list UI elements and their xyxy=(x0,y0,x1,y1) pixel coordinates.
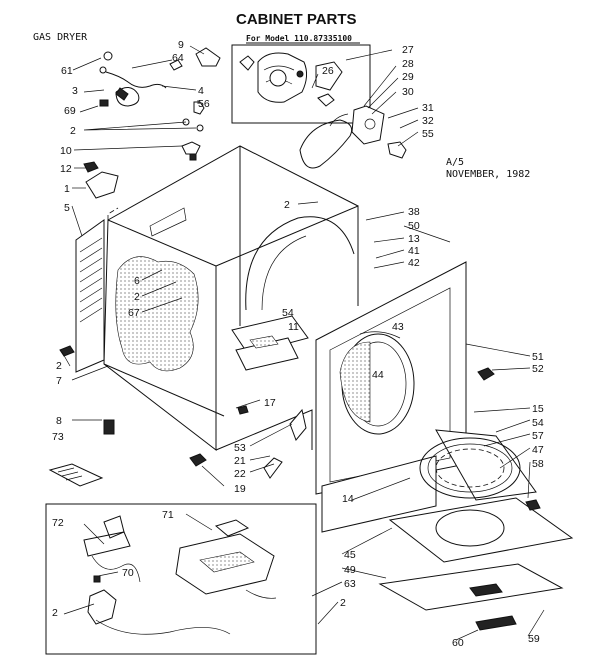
callout-67: 67 xyxy=(128,307,140,319)
callout-50: 50 xyxy=(408,220,420,232)
motor-inset xyxy=(231,44,371,124)
callout-8: 8 xyxy=(56,415,62,427)
callout-3: 3 xyxy=(72,85,78,97)
callout-13: 13 xyxy=(408,233,420,245)
cabinet-body xyxy=(103,145,359,452)
callout-73: 73 xyxy=(52,431,64,443)
callout-59: 59 xyxy=(528,633,540,645)
callout-10: 10 xyxy=(60,145,72,157)
callout-61: 61 xyxy=(61,65,73,77)
callout-38: 38 xyxy=(408,206,420,218)
callout-41: 41 xyxy=(408,245,420,257)
model-line: For Model 110.87335100 xyxy=(246,34,352,43)
callout-14: 14 xyxy=(342,493,354,505)
callout-53: 53 xyxy=(234,442,246,454)
callout-15: 15 xyxy=(532,403,544,415)
callout-4: 4 xyxy=(198,85,204,97)
product-label: GAS DRYER xyxy=(33,32,88,43)
toe-kick xyxy=(321,429,537,533)
callout-58: 58 xyxy=(532,458,544,470)
callout-43: 43 xyxy=(392,321,404,333)
callout-52: 52 xyxy=(532,363,544,375)
callout-42: 42 xyxy=(408,257,420,269)
callout-30: 30 xyxy=(402,86,414,98)
callout-54: 54 xyxy=(532,417,544,429)
callout-6: 6 xyxy=(134,275,140,287)
callout-57: 57 xyxy=(532,430,544,442)
callout-70: 70 xyxy=(122,567,134,579)
callout-27: 27 xyxy=(402,44,414,56)
callout-12: 12 xyxy=(60,163,72,175)
callout-69: 69 xyxy=(64,105,76,117)
callout-60: 60 xyxy=(452,637,464,649)
callout-44: 44 xyxy=(372,369,384,381)
callout-71: 71 xyxy=(162,509,174,521)
callout-21: 21 xyxy=(234,455,246,467)
callout-29: 29 xyxy=(402,71,414,83)
front-panel xyxy=(315,261,495,495)
drum-belt xyxy=(299,105,407,169)
callout-64: 64 xyxy=(172,52,184,64)
callout-54: 54 xyxy=(282,307,294,319)
rear-panel xyxy=(59,219,105,373)
callout-2: 2 xyxy=(340,597,346,609)
callout-2: 2 xyxy=(70,125,76,137)
bulkhead-ring xyxy=(419,437,521,499)
callout-49: 49 xyxy=(344,564,356,576)
callout-11: 11 xyxy=(288,321,299,333)
callout-47: 47 xyxy=(532,444,544,456)
base-plates xyxy=(378,497,574,631)
doc-date: NOVEMBER, 1982 xyxy=(446,169,530,180)
wire-harness-parts xyxy=(83,47,221,199)
callout-31: 31 xyxy=(422,102,434,114)
callout-7: 7 xyxy=(56,375,62,387)
callout-1: 1 xyxy=(64,183,70,195)
callout-2: 2 xyxy=(284,199,290,211)
diagram-title: CABINET PARTS xyxy=(236,11,357,28)
callout-9: 9 xyxy=(178,39,184,51)
leader-lines xyxy=(61,45,545,641)
callout-17: 17 xyxy=(264,397,276,409)
callout-45: 45 xyxy=(344,549,356,561)
callout-55: 55 xyxy=(422,128,434,140)
callout-19: 19 xyxy=(234,483,246,495)
doc-code: A/5 xyxy=(446,157,464,168)
callout-22: 22 xyxy=(234,468,246,480)
lower-left-parts xyxy=(48,405,307,487)
callout-63: 63 xyxy=(344,578,356,590)
callout-5: 5 xyxy=(64,202,70,214)
callout-56: 56 xyxy=(198,98,210,110)
callout-labels: 61 9 64 3 4 69 56 2 10 12 1 5 27 26 28 2… xyxy=(52,39,544,649)
burner-inset xyxy=(45,503,317,655)
callout-2: 2 xyxy=(134,291,140,303)
callout-26: 26 xyxy=(322,65,334,77)
callout-28: 28 xyxy=(402,58,414,70)
callout-32: 32 xyxy=(422,115,434,127)
callout-72: 72 xyxy=(52,517,64,529)
callout-2: 2 xyxy=(56,360,62,372)
callout-2: 2 xyxy=(52,607,58,619)
callout-51: 51 xyxy=(532,351,544,363)
